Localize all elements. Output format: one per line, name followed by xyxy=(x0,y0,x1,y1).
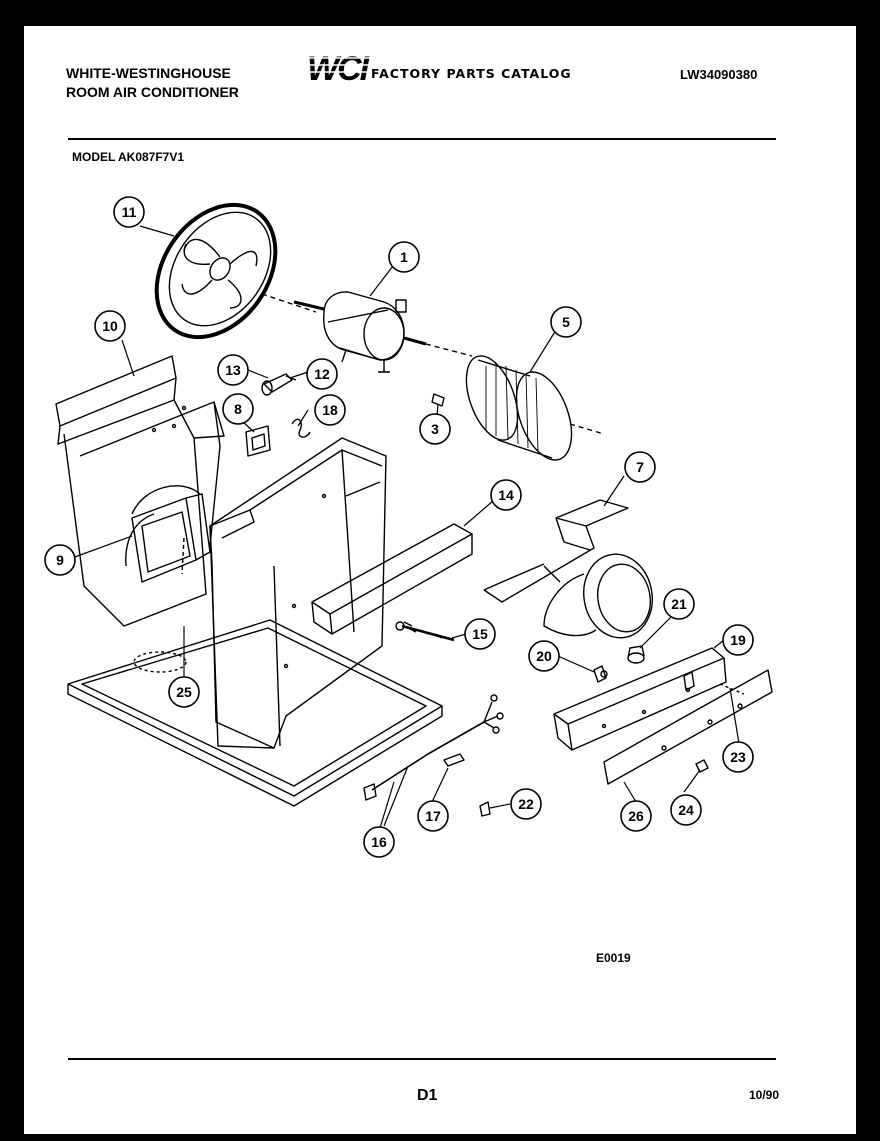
svg-text:22: 22 xyxy=(518,796,534,812)
screw-part xyxy=(395,621,455,642)
svg-text:12: 12 xyxy=(314,366,330,382)
callout-7: 7 xyxy=(624,451,656,483)
wire-harness-part xyxy=(363,694,504,801)
callout-21: 21 xyxy=(663,588,695,620)
wci-logo: WCI xyxy=(305,50,373,88)
page-number: D1 xyxy=(417,1087,438,1104)
callout-15: 15 xyxy=(464,618,496,650)
svg-text:11: 11 xyxy=(122,204,137,220)
callout-12: 12 xyxy=(306,358,338,390)
svg-text:26: 26 xyxy=(628,808,644,824)
connector-part xyxy=(443,753,465,767)
catalog-title: FACTORY PARTS CATALOG xyxy=(371,66,572,81)
clip-part xyxy=(431,393,445,407)
scroll-housing-part xyxy=(483,499,653,639)
svg-text:19: 19 xyxy=(730,632,746,648)
svg-text:5: 5 xyxy=(562,314,570,330)
callout-20: 20 xyxy=(528,640,560,672)
callout-18: 18 xyxy=(314,394,346,426)
callout-23: 23 xyxy=(722,741,754,773)
svg-text:9: 9 xyxy=(56,552,64,568)
leader-lines xyxy=(71,225,741,829)
callout-17: 17 xyxy=(417,800,449,832)
control-bracket-part xyxy=(553,647,727,751)
svg-text:15: 15 xyxy=(472,626,488,642)
svg-text:7: 7 xyxy=(636,459,644,475)
svg-text:18: 18 xyxy=(322,402,338,418)
svg-text:20: 20 xyxy=(536,648,552,664)
callout-11: 11 xyxy=(113,196,145,228)
svg-text:14: 14 xyxy=(498,487,514,503)
callout-19: 19 xyxy=(722,624,754,656)
svg-text:21: 21 xyxy=(671,596,687,612)
capacitor-part xyxy=(261,373,297,396)
spring-clip-part xyxy=(291,418,311,438)
blower-wheel-part xyxy=(465,355,573,461)
evaporator-part xyxy=(131,493,211,583)
callout-24: 24 xyxy=(670,794,702,826)
model-number: MODEL AK087F7V1 xyxy=(72,150,185,164)
control-plate-part xyxy=(603,669,773,785)
svg-text:10: 10 xyxy=(102,318,118,334)
brand-line-2: ROOM AIR CONDITIONER xyxy=(66,84,239,100)
figure-code: E0019 xyxy=(596,951,631,965)
callout-16: 16 xyxy=(363,826,395,858)
nut-part xyxy=(695,759,709,773)
svg-text:17: 17 xyxy=(425,808,441,824)
footer-rule xyxy=(68,1058,776,1060)
callout-13: 13 xyxy=(217,354,249,386)
svg-text:3: 3 xyxy=(431,421,439,437)
callout-26: 26 xyxy=(620,800,652,832)
svg-text:13: 13 xyxy=(225,362,241,378)
bracket-part xyxy=(245,425,271,457)
exploded-parts-drawing: 11 1 5 10 13 12 8 18 3 7 14 9 15 21 19 2… xyxy=(44,196,773,858)
chassis-partition-part xyxy=(209,437,387,749)
callout-5: 5 xyxy=(550,306,582,338)
base-pan-part xyxy=(67,619,443,807)
header-rule xyxy=(68,138,776,140)
knob-part-20 xyxy=(593,665,608,683)
svg-text:23: 23 xyxy=(730,749,746,765)
callout-3: 3 xyxy=(419,413,451,445)
control-housing-part xyxy=(55,355,225,627)
callout-25: 25 xyxy=(168,676,200,708)
plug-part xyxy=(479,801,491,817)
callout-8: 8 xyxy=(222,393,254,425)
svg-text:1: 1 xyxy=(400,249,408,265)
callout-labels: 11 1 5 10 13 12 8 18 3 7 14 9 15 21 19 2… xyxy=(44,196,754,858)
callout-10: 10 xyxy=(94,310,126,342)
svg-text:8: 8 xyxy=(234,401,242,417)
brand-line-1: WHITE-WESTINGHOUSE xyxy=(66,65,231,81)
revision-date: 10/90 xyxy=(749,1088,780,1102)
callout-9: 9 xyxy=(44,544,76,576)
brand-block: WHITE-WESTINGHOUSE ROOM AIR CONDITIONER xyxy=(66,64,239,102)
svg-text:24: 24 xyxy=(678,802,694,818)
drain-trough-part xyxy=(311,523,473,635)
motor-part xyxy=(293,291,427,373)
knob-part-21 xyxy=(627,645,645,664)
callout-22: 22 xyxy=(510,788,542,820)
catalog-number: LW34090380 xyxy=(680,67,758,82)
logo-text: WCI xyxy=(307,50,371,88)
svg-text:16: 16 xyxy=(371,834,387,850)
fan-blade-part xyxy=(154,202,278,340)
callout-14: 14 xyxy=(490,479,522,511)
catalog-page: WHITE-WESTINGHOUSE ROOM AIR CONDITIONER … xyxy=(24,26,856,1134)
svg-text:25: 25 xyxy=(176,684,192,700)
callout-1: 1 xyxy=(388,241,420,273)
